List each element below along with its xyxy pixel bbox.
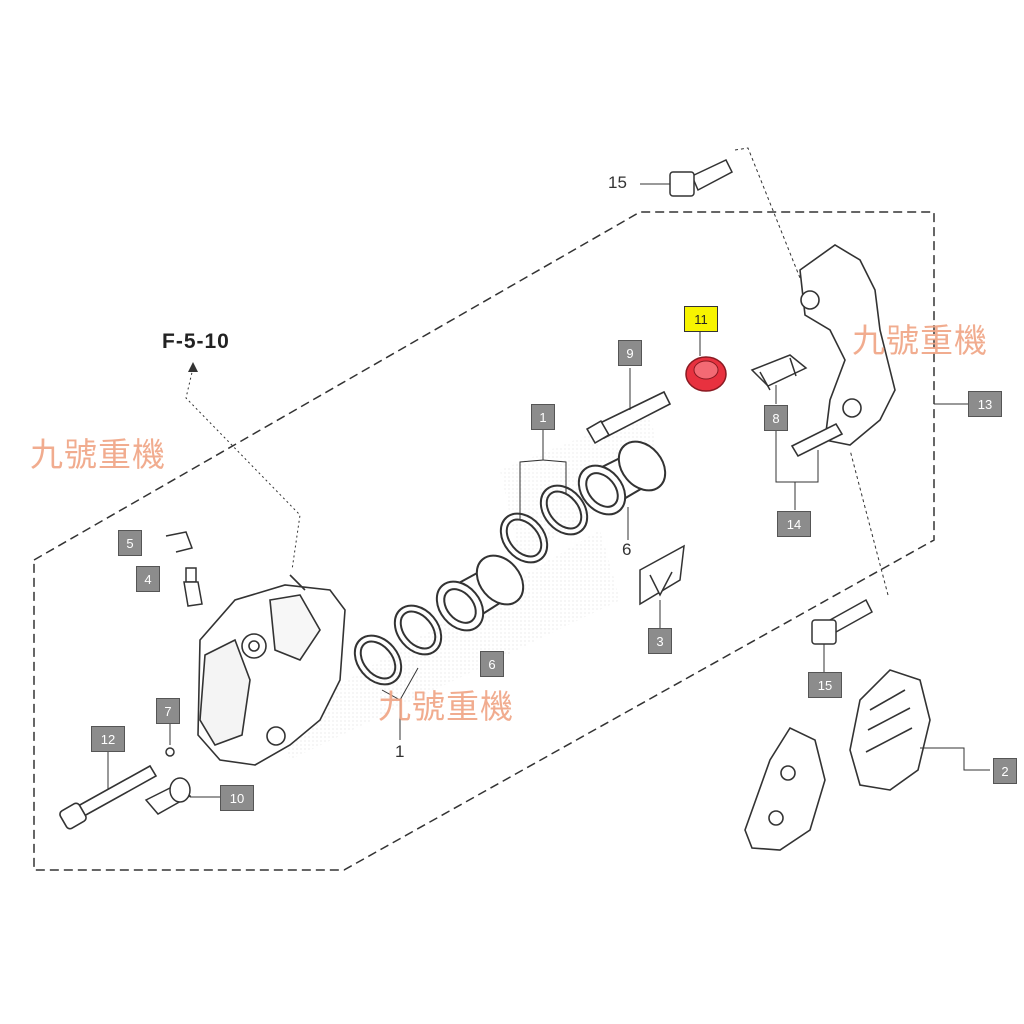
- callout-1-bottom[interactable]: 1: [395, 742, 405, 761]
- reference-label: F-5-10: [162, 330, 230, 353]
- spring-3-drawing: [639, 544, 685, 606]
- bleeder-4-drawing: [183, 567, 203, 607]
- callout-11-highlight[interactable]: 11: [684, 306, 718, 332]
- bolt-bottom-leader: [849, 449, 889, 596]
- callout-8[interactable]: 8: [764, 405, 788, 431]
- callout-14[interactable]: 14: [777, 511, 811, 537]
- callout-13[interactable]: 13: [968, 391, 1002, 417]
- callout-6-top[interactable]: 6: [622, 540, 632, 559]
- brake-pad-rear-drawing: [849, 669, 931, 791]
- bolt-15-top-drawing: [669, 159, 733, 197]
- callout-3[interactable]: 3: [648, 628, 672, 654]
- piston-seals-top: [499, 484, 589, 564]
- callout-2[interactable]: 2: [993, 758, 1017, 784]
- mount-bracket-drawing: [790, 244, 896, 458]
- callout-14-bracket: [775, 430, 819, 510]
- seal-11-highlight: [685, 332, 727, 392]
- watermark-left: 九號重機: [30, 435, 166, 474]
- bolt-top-leader: [734, 147, 801, 279]
- shading-band: [280, 530, 620, 760]
- piston-top: [577, 440, 667, 516]
- watermark-right: 九號重機: [852, 321, 988, 360]
- assembly-boundary: [33, 211, 935, 871]
- plug-7-drawing: [165, 747, 175, 757]
- ref-leader: [185, 367, 301, 571]
- brake-pad-front-drawing: [744, 726, 826, 851]
- callout-6-bottom[interactable]: 6: [480, 651, 504, 677]
- callout-9[interactable]: 9: [618, 340, 642, 366]
- callout-1-brackets: [381, 430, 567, 740]
- callout-5[interactable]: 5: [118, 530, 142, 556]
- caliper-body-drawing: [197, 574, 346, 766]
- callout-15-top[interactable]: 15: [608, 173, 627, 192]
- watermark-center: 九號重機: [378, 687, 514, 726]
- callout-10[interactable]: 10: [220, 785, 254, 811]
- piston-seals-bottom: [353, 604, 443, 686]
- cap-10-drawing: [144, 777, 192, 815]
- clip-8-drawing: [750, 354, 808, 391]
- pin-12-drawing: [59, 764, 158, 830]
- callout-15-bottom[interactable]: 15: [808, 672, 842, 698]
- piston-bottom: [435, 554, 525, 632]
- clip-5-drawing: [165, 531, 193, 553]
- bolt-15-bottom-drawing: [811, 598, 873, 645]
- pads-bracket: [920, 747, 990, 771]
- callout-7[interactable]: 7: [156, 698, 180, 724]
- callout-12[interactable]: 12: [91, 726, 125, 752]
- callout-4[interactable]: 4: [136, 566, 160, 592]
- pin-9-drawing: [585, 390, 672, 445]
- callout-1-top[interactable]: 1: [531, 404, 555, 430]
